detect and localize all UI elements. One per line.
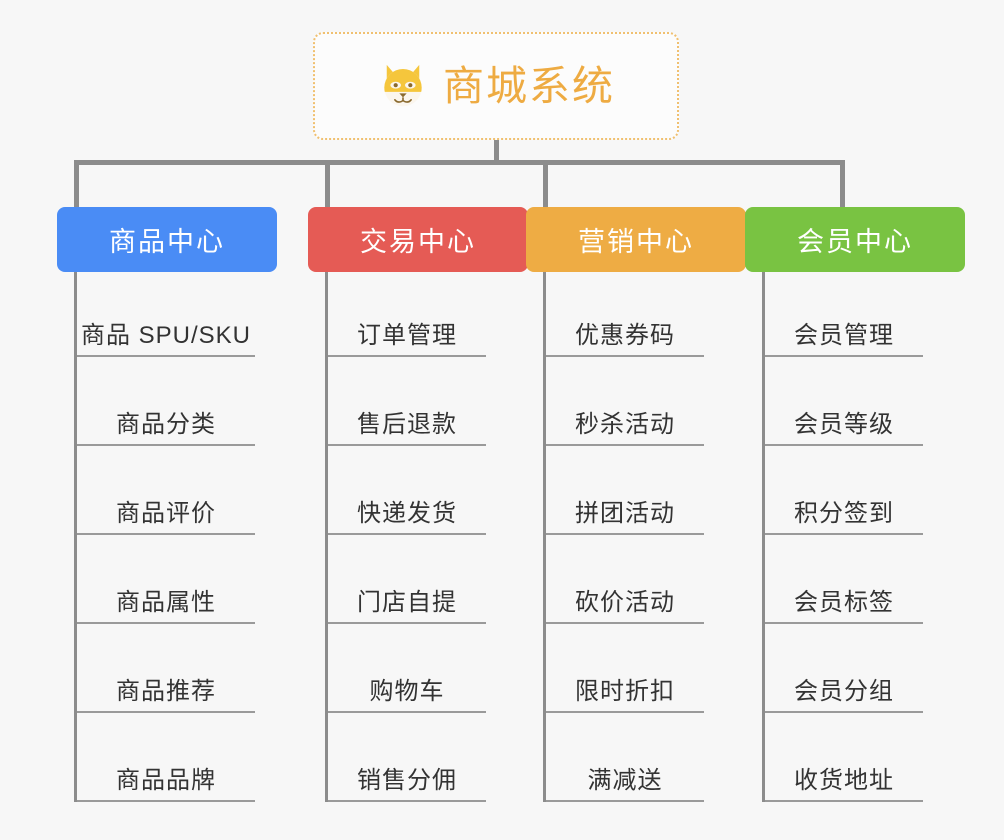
leaf-item[interactable]: 砍价活动 — [546, 535, 704, 624]
leaf-label: 快递发货 — [357, 499, 457, 527]
leaf-item[interactable]: 商品 SPU/SKU — [77, 272, 255, 357]
leaf-item[interactable]: 销售分佣 — [328, 713, 486, 802]
leaf-item[interactable]: 商品品牌 — [77, 713, 255, 802]
branch-column-2: 交易中心 订单管理 售后退款 快递发货 门店自提 购物车 销售分佣 — [308, 207, 528, 802]
leaf-label: 会员等级 — [794, 410, 894, 438]
root-node[interactable]: 商城系统 — [313, 32, 679, 140]
connector-stem — [494, 140, 499, 162]
connector-drop-1 — [74, 160, 79, 208]
leaf-item[interactable]: 订单管理 — [328, 272, 486, 357]
leaf-label: 商品属性 — [116, 588, 216, 616]
leaf-item[interactable]: 商品评价 — [77, 446, 255, 535]
branch-header-2[interactable]: 交易中心 — [308, 207, 528, 272]
branch-header-label: 会员中心 — [797, 227, 913, 257]
leaf-list-2: 订单管理 售后退款 快递发货 门店自提 购物车 销售分佣 — [325, 272, 486, 802]
branch-header-4[interactable]: 会员中心 — [745, 207, 965, 272]
dog-face-icon — [384, 64, 422, 107]
leaf-label: 商品评价 — [116, 499, 216, 527]
leaf-item[interactable]: 积分签到 — [765, 446, 923, 535]
leaf-list-3: 优惠券码 秒杀活动 拼团活动 砍价活动 限时折扣 满减送 — [543, 272, 704, 802]
leaf-item[interactable]: 购物车 — [328, 624, 486, 713]
leaf-label: 销售分佣 — [357, 766, 457, 794]
leaf-label: 订单管理 — [357, 321, 457, 349]
leaf-label: 商品品牌 — [116, 766, 216, 794]
leaf-label: 门店自提 — [357, 588, 457, 616]
leaf-label: 砍价活动 — [575, 588, 675, 616]
leaf-item[interactable]: 秒杀活动 — [546, 357, 704, 446]
leaf-label: 售后退款 — [357, 410, 457, 438]
leaf-item[interactable]: 优惠券码 — [546, 272, 704, 357]
leaf-label: 秒杀活动 — [575, 410, 675, 438]
leaf-item[interactable]: 售后退款 — [328, 357, 486, 446]
leaf-label: 限时折扣 — [575, 677, 675, 705]
leaf-item[interactable]: 会员等级 — [765, 357, 923, 446]
branch-column-1: 商品中心 商品 SPU/SKU 商品分类 商品评价 商品属性 商品推荐 商品品牌 — [57, 207, 277, 802]
leaf-item[interactable]: 满减送 — [546, 713, 704, 802]
leaf-item[interactable]: 商品分类 — [77, 357, 255, 446]
leaf-item[interactable]: 会员标签 — [765, 535, 923, 624]
branch-header-label: 营销中心 — [578, 227, 694, 257]
leaf-label: 拼团活动 — [575, 499, 675, 527]
root-title: 商城系统 — [443, 62, 615, 109]
leaf-label: 会员管理 — [794, 321, 894, 349]
connector-drop-2 — [325, 160, 330, 208]
branch-header-label: 商品中心 — [109, 227, 225, 257]
leaf-item[interactable]: 快递发货 — [328, 446, 486, 535]
branch-header-1[interactable]: 商品中心 — [57, 207, 277, 272]
leaf-label: 商品 SPU/SKU — [80, 321, 252, 349]
branch-column-3: 营销中心 优惠券码 秒杀活动 拼团活动 砍价活动 限时折扣 满减送 — [526, 207, 746, 802]
branch-header-label: 交易中心 — [360, 227, 476, 257]
leaf-item[interactable]: 门店自提 — [328, 535, 486, 624]
leaf-item[interactable]: 拼团活动 — [546, 446, 704, 535]
leaf-label: 会员标签 — [794, 588, 894, 616]
leaf-label: 会员分组 — [794, 677, 894, 705]
branch-column-4: 会员中心 会员管理 会员等级 积分签到 会员标签 会员分组 收货地址 — [745, 207, 965, 802]
leaf-list-4: 会员管理 会员等级 积分签到 会员标签 会员分组 收货地址 — [762, 272, 923, 802]
connector-drop-4 — [840, 160, 845, 208]
leaf-item[interactable]: 商品推荐 — [77, 624, 255, 713]
branch-header-3[interactable]: 营销中心 — [526, 207, 746, 272]
leaf-list-1: 商品 SPU/SKU 商品分类 商品评价 商品属性 商品推荐 商品品牌 — [74, 272, 255, 802]
leaf-label: 积分签到 — [794, 499, 894, 527]
leaf-label: 满减送 — [587, 766, 663, 794]
leaf-label: 优惠券码 — [575, 321, 675, 349]
leaf-item[interactable]: 商品属性 — [77, 535, 255, 624]
connector-drop-3 — [543, 160, 548, 208]
leaf-label: 购物车 — [369, 677, 445, 705]
leaf-label: 商品推荐 — [116, 677, 216, 705]
leaf-item[interactable]: 限时折扣 — [546, 624, 704, 713]
leaf-item[interactable]: 收货地址 — [765, 713, 923, 802]
leaf-item[interactable]: 会员分组 — [765, 624, 923, 713]
leaf-label: 收货地址 — [794, 766, 894, 794]
leaf-item[interactable]: 会员管理 — [765, 272, 923, 357]
connector-bus — [74, 160, 845, 165]
leaf-label: 商品分类 — [116, 410, 216, 438]
